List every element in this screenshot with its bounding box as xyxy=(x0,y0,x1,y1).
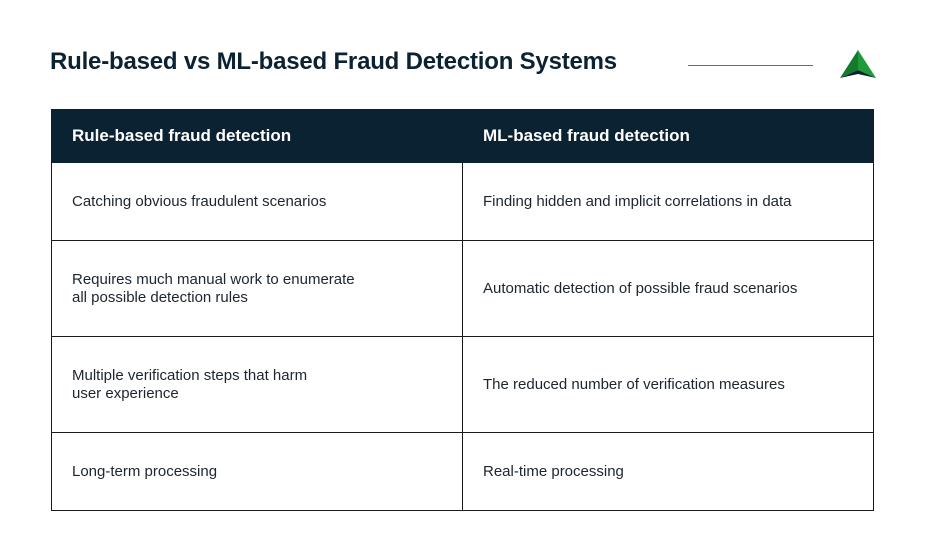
comparison-table: Rule-based fraud detection ML-based frau… xyxy=(51,109,874,511)
cell-text: Requires much manual work to enumerate a… xyxy=(72,270,355,306)
title-divider xyxy=(688,65,813,66)
cell-text: Long-term processing xyxy=(72,462,218,480)
table-cell: Automatic detection of possible fraud sc… xyxy=(462,240,874,337)
table-cell: Multiple verification steps that harm us… xyxy=(51,336,463,433)
header-ml-based: ML-based fraud detection xyxy=(462,109,874,163)
table-row: Long-term processing Real-time processin… xyxy=(51,432,874,511)
cell-text: Catching obvious fraudulent scenarios xyxy=(72,192,327,210)
cell-text: Finding hidden and implicit correlations… xyxy=(483,192,792,210)
cell-text: Automatic detection of possible fraud sc… xyxy=(483,279,798,297)
table-cell: Catching obvious fraudulent scenarios xyxy=(51,162,463,241)
triangle-logo-icon xyxy=(840,50,876,78)
header-rule-based: Rule-based fraud detection xyxy=(51,109,463,163)
table-cell: Finding hidden and implicit correlations… xyxy=(462,162,874,241)
table-cell: Real-time processing xyxy=(462,432,874,511)
table-cell: The reduced number of verification measu… xyxy=(462,336,874,433)
table-header-row: Rule-based fraud detection ML-based frau… xyxy=(51,109,874,163)
table-row: Catching obvious fraudulent scenarios Fi… xyxy=(51,162,874,241)
cell-text: Real-time processing xyxy=(483,462,624,480)
table-row: Multiple verification steps that harm us… xyxy=(51,336,874,433)
table-cell: Long-term processing xyxy=(51,432,463,511)
table-cell: Requires much manual work to enumerate a… xyxy=(51,240,463,337)
cell-text: Multiple verification steps that harm us… xyxy=(72,366,308,402)
cell-text: The reduced number of verification measu… xyxy=(483,375,785,393)
page-title: Rule-based vs ML-based Fraud Detection S… xyxy=(50,48,617,75)
table-row: Requires much manual work to enumerate a… xyxy=(51,240,874,337)
